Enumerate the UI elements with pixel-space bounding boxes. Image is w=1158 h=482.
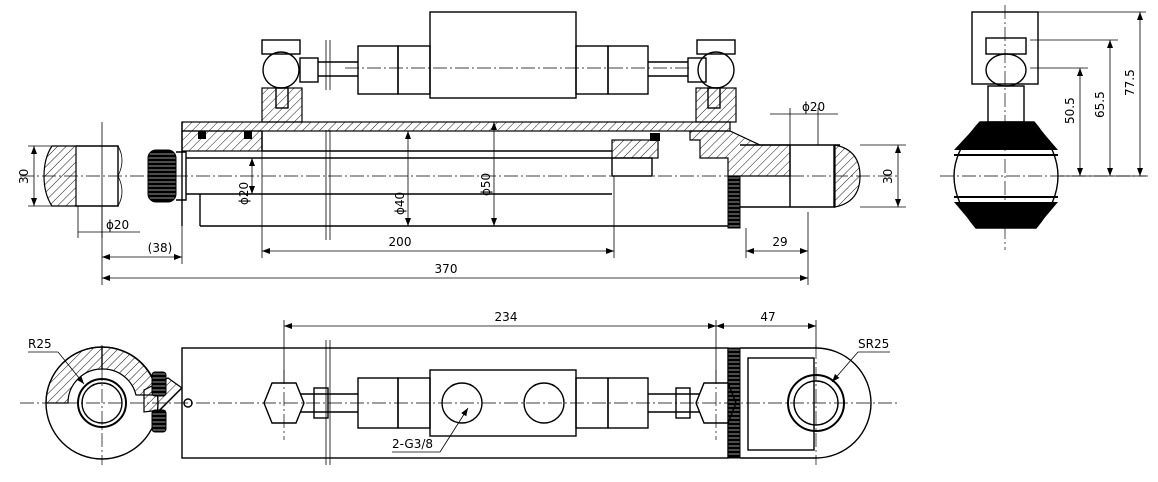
piston-rod bbox=[186, 157, 728, 227]
dim-50-5: 50.5 bbox=[1063, 97, 1077, 124]
dim-47: 47 bbox=[760, 310, 775, 324]
dim-200: 200 bbox=[389, 235, 412, 249]
dim-piston: ϕ40 bbox=[393, 192, 407, 215]
cylinder-tube bbox=[181, 121, 791, 229]
dim-38: (38) bbox=[148, 241, 173, 255]
left-rod-eye bbox=[43, 145, 187, 207]
dim-234: 234 bbox=[495, 310, 518, 324]
top-dimensions: 234 47 R25 SR25 2-G3/8 bbox=[28, 310, 890, 453]
dim-eye-right: 30 bbox=[881, 169, 895, 184]
side-view: 50.5 65.5 77.5 bbox=[940, 5, 1148, 250]
dim-65-5: 65.5 bbox=[1093, 91, 1107, 118]
dim-eye-left: 30 bbox=[17, 169, 31, 184]
top-right-eye bbox=[740, 347, 872, 459]
label-sr25: SR25 bbox=[858, 337, 889, 351]
label-port-thread: 2-G3/8 bbox=[392, 437, 433, 451]
dim-77-5: 77.5 bbox=[1123, 69, 1137, 96]
front-dimensions: 370 200 (38) 29 ϕ20 ϕ20 bbox=[17, 100, 906, 285]
right-eye bbox=[740, 144, 861, 208]
valve-manifold bbox=[261, 11, 737, 240]
dim-pin-left: ϕ20 bbox=[106, 218, 129, 232]
top-left-eye bbox=[45, 346, 183, 460]
dim-pin-right: ϕ20 bbox=[802, 100, 825, 114]
top-view: 234 47 R25 SR25 2-G3/8 bbox=[20, 310, 900, 465]
top-manifold bbox=[263, 340, 737, 465]
dim-tube: ϕ50 bbox=[479, 173, 493, 196]
dim-29: 29 bbox=[772, 235, 787, 249]
dim-370: 370 bbox=[435, 262, 458, 276]
label-r25: R25 bbox=[28, 337, 52, 351]
front-view: 370 200 (38) 29 ϕ20 ϕ20 bbox=[17, 11, 906, 285]
dim-rod: ϕ20 bbox=[237, 182, 251, 205]
